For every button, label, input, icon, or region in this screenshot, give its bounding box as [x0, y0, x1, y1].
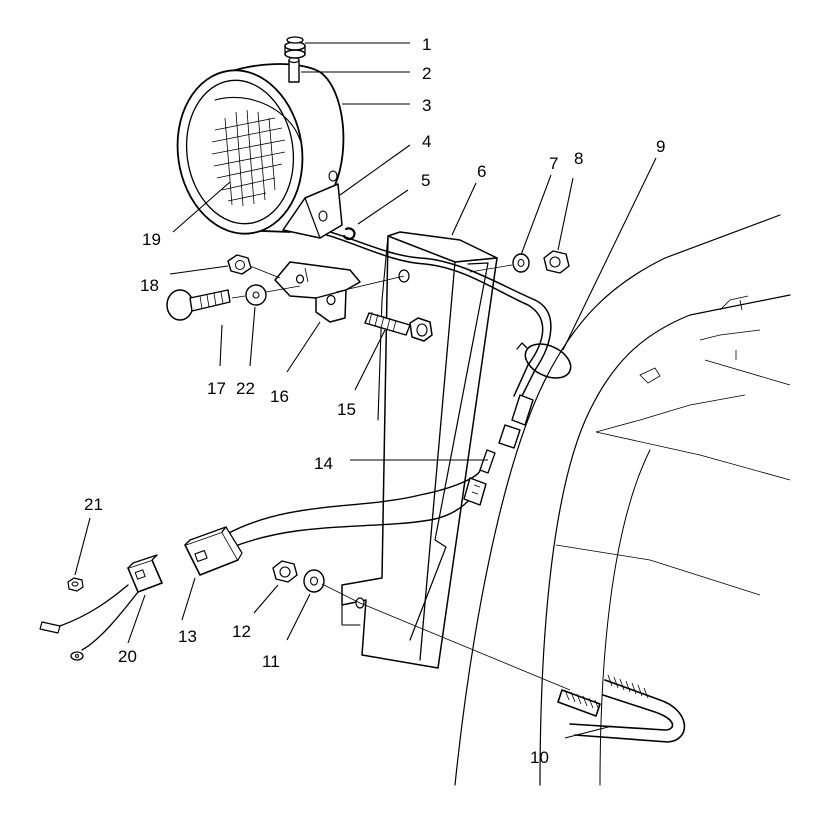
- lamp-stud: [288, 56, 300, 83]
- carriage-bolt: [166, 289, 231, 321]
- cab-frame-outline: [454, 214, 791, 786]
- bolt-long: [364, 311, 433, 342]
- washer-flat: [245, 284, 267, 306]
- callout-3: 3: [422, 96, 431, 115]
- callout-19: 19: [142, 230, 161, 249]
- callout-22: 22: [236, 379, 255, 398]
- lamp-bracket: [274, 261, 361, 323]
- callout-16: 16: [270, 387, 289, 406]
- callout-9: 9: [656, 137, 665, 156]
- connector-socket: [39, 554, 163, 661]
- callout-20: 20: [118, 647, 137, 666]
- callout-8: 8: [574, 149, 583, 168]
- callout-2: 2: [422, 64, 431, 83]
- lock-washer-upper: [512, 253, 530, 273]
- callout-11: 11: [262, 652, 280, 671]
- callout-12: 12: [232, 622, 251, 641]
- callout-labels: 1 2 3 4 5 6 7 8 9 10 11 12 13 14 15 16 1…: [84, 35, 665, 767]
- callout-4: 4: [422, 132, 431, 151]
- lamp-mount-base: [282, 170, 343, 239]
- callout-18: 18: [140, 276, 159, 295]
- nut-upper: [227, 254, 252, 275]
- leader-lines: [74, 42, 657, 739]
- callout-1: 1: [422, 35, 431, 54]
- lock-washer-lamp: [342, 227, 356, 241]
- connector-plug: [184, 526, 243, 576]
- nut-small: [67, 577, 84, 592]
- lamp-lens-grid: [211, 109, 286, 207]
- u-bolt: [557, 674, 686, 743]
- nut-lower: [272, 560, 298, 583]
- washer-lower: [303, 569, 325, 593]
- callout-17: 17: [207, 379, 226, 398]
- cable-tie: [516, 342, 572, 379]
- fuse-holder: [463, 394, 534, 506]
- work-lamp: [176, 63, 345, 235]
- callout-15: 15: [337, 400, 356, 419]
- callout-6: 6: [477, 162, 486, 181]
- callout-10: 10: [530, 748, 549, 767]
- callout-21: 21: [84, 495, 103, 514]
- callout-14: 14: [314, 454, 333, 473]
- callout-13: 13: [178, 627, 197, 646]
- mounting-bracket: [341, 231, 498, 669]
- nut-right: [543, 250, 570, 274]
- callout-7: 7: [549, 154, 558, 173]
- callout-5: 5: [421, 171, 430, 190]
- lamp-cap-nut: [284, 36, 306, 59]
